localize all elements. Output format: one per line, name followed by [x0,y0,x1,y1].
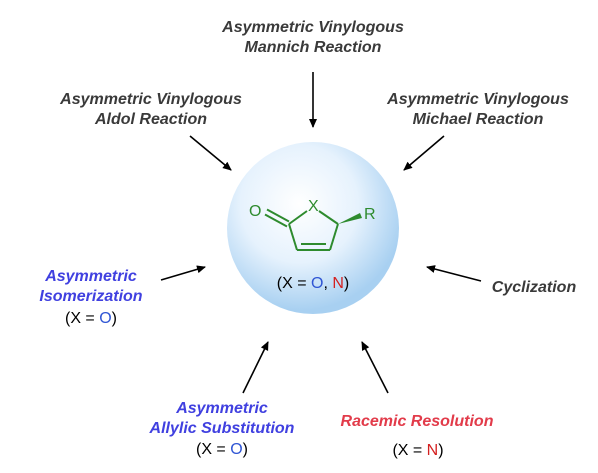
note-allylic-prefix: (X = [195,441,231,458]
bond-carbonyl-b [266,208,290,223]
note-isomerization-atom: O [99,310,112,327]
caption-separator: , [323,275,333,292]
note-allylic-atom: O [230,441,243,458]
atom-hetero-x: X [308,198,319,215]
label-isomerization-line1: Asymmetric [45,268,137,285]
note-resolution-atom: N [426,442,439,459]
bond-c4-c5 [329,223,339,251]
arrow-aldol [189,135,232,171]
arrow-michael [403,135,445,171]
label-resolution-line1: Racemic Resolution [340,413,494,430]
note-isomerization: (X = O) [41,309,141,329]
arrow-resolution [361,341,389,394]
label-racemic-resolution: Racemic Resolution [322,412,512,432]
label-vinylogous-michael: Asymmetric Vinylogous Michael Reaction [365,90,591,130]
note-isomerization-prefix: (X = [64,310,100,327]
bond-c2-c3 [288,223,298,251]
bond-carbonyl-a [264,213,288,228]
note-isomerization-suffix: ) [111,310,117,327]
note-allylic: (X = O) [172,440,272,460]
label-isomerization-line2: Isomerization [39,288,143,305]
label-cyclization-line1: Cyclization [491,279,577,296]
atom-carbonyl-oxygen: O [249,203,262,220]
label-asymmetric-allylic-substitution: Asymmetric Allylic Substitution [122,399,322,439]
wedge-bond [338,213,362,224]
note-resolution-suffix: ) [438,442,444,459]
label-cyclization: Cyclization [474,278,594,298]
note-resolution: (X = N) [368,441,468,461]
label-michael-line2: Michael Reaction [412,111,544,128]
arrow-isomerization [160,265,206,281]
caption-atom-o: O [311,275,324,292]
label-aldol-line1: Asymmetric Vinylogous [60,91,242,108]
label-aldol-line2: Aldol Reaction [94,111,207,128]
note-resolution-prefix: (X = [392,442,427,459]
label-mannich-line2: Mannich Reaction [244,39,382,56]
atom-substituent-r: R [364,206,376,223]
arrow-cyclization [426,265,482,282]
label-allylic-line1: Asymmetric [176,400,268,417]
arrow-allylic [242,341,269,394]
label-michael-line1: Asymmetric Vinylogous [387,91,569,108]
label-allylic-line2: Allylic Substitution [149,420,295,437]
label-asymmetric-isomerization: Asymmetric Isomerization [20,267,162,307]
bond-x-c5 [318,210,339,225]
label-vinylogous-aldol: Asymmetric Vinylogous Aldol Reaction [38,90,264,130]
caption-suffix: ) [343,275,350,292]
molecule-caption: (X = O, N) [263,274,363,294]
central-sphere [227,142,399,314]
label-mannich-line1: Asymmetric Vinylogous [222,19,404,36]
note-allylic-suffix: ) [242,441,248,458]
caption-prefix: (X = [276,275,311,292]
bond-c2-x [288,210,308,225]
caption-atom-n: N [332,275,344,292]
lactone-ring-structure [264,208,339,251]
label-vinylogous-mannich: Asymmetric Vinylogous Mannich Reaction [200,18,426,58]
